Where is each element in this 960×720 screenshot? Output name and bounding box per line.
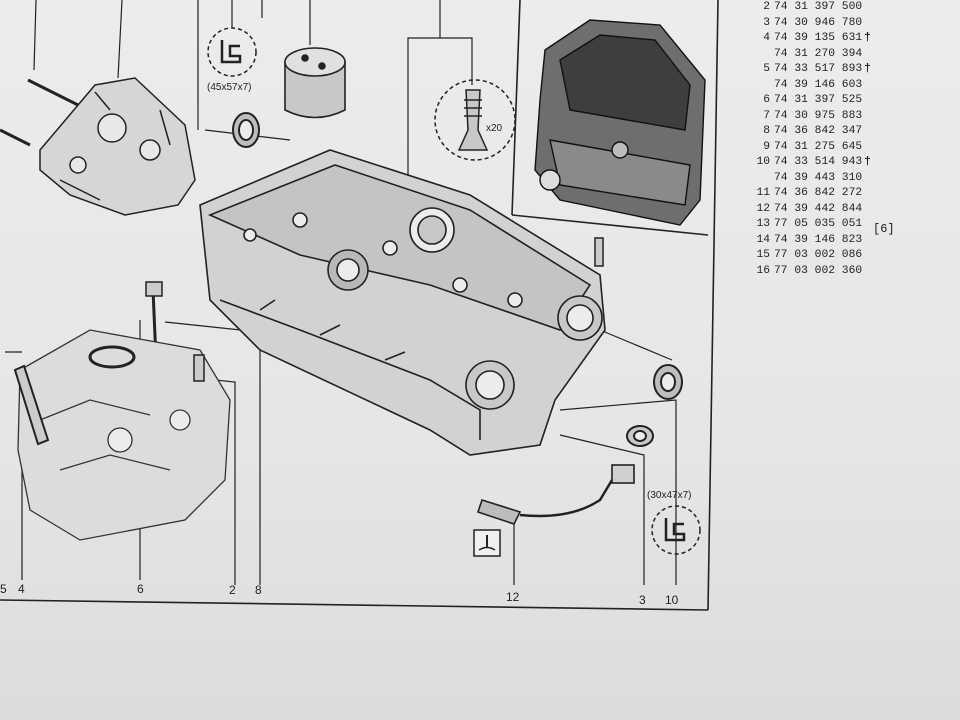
- engine-mount-bracket: [39, 77, 196, 216]
- parts-list-item: 15 77 03 002 086: [744, 248, 914, 264]
- part-ref: 4: [763, 32, 770, 44]
- tappet-bucket-icon: [284, 47, 346, 119]
- label-ref-5: 5: [0, 582, 7, 596]
- parts-list-item: 5 74 33 517 893†: [744, 62, 914, 78]
- part-number: 74 39 146 823: [774, 233, 863, 246]
- superseded-cross-icon: †: [864, 32, 871, 44]
- part-number: 74 36 842 347: [774, 125, 863, 137]
- part-number: 74 39 146 603: [774, 78, 863, 91]
- parts-list-item: 11 74 36 842 272: [744, 186, 914, 202]
- parts-list-item: 9 74 31 275 645: [744, 140, 914, 156]
- part-ref: 8: [763, 125, 770, 137]
- superseded-cross-icon: †: [864, 156, 871, 168]
- part-number: 74 31 270 394: [774, 47, 863, 60]
- part-number: 74 39 135 631: [774, 32, 863, 44]
- part-number: 74 31 275 645: [774, 140, 863, 153]
- parts-list-item: 3 74 30 946 780: [744, 16, 914, 32]
- label-ref-10: 10: [665, 593, 679, 607]
- part-ref: 12: [756, 202, 770, 215]
- cylinder-head: [199, 149, 606, 456]
- seal-ring-left: [232, 112, 260, 148]
- part-ref: 10: [756, 156, 770, 168]
- temperature-symbol-icon: [473, 529, 501, 557]
- part-number: 74 33 514 943: [774, 156, 863, 168]
- label-ref-12: 12: [506, 590, 520, 604]
- part-number: 77 03 002 086: [774, 249, 863, 261]
- parts-list-item: 13 77 05 035 051: [744, 217, 914, 233]
- label-ref-8: 8: [255, 583, 262, 597]
- superseded-cross-icon: †: [864, 63, 871, 75]
- part-ref: 13: [756, 218, 770, 230]
- part-number: 74 39 442 844: [774, 202, 863, 215]
- dowel-pin-icon: [193, 354, 205, 382]
- stud-bolt-icon: [13, 364, 50, 446]
- part-ref: 2: [763, 1, 770, 13]
- seal-left-size: (45x57x7): [207, 82, 251, 93]
- label-ref-3: 3: [639, 593, 646, 607]
- part-ref: 15: [756, 249, 770, 261]
- long-bolt-right: [594, 237, 604, 267]
- label-ref-6: 6: [137, 582, 144, 596]
- part-ref: 7: [763, 109, 770, 122]
- engine-block-lower: [17, 329, 231, 541]
- part-ref: 6: [763, 94, 770, 106]
- part-number: 74 31 397 500: [774, 1, 863, 13]
- part-number: 74 36 842 272: [774, 187, 863, 199]
- parts-list-item: 74 31 270 394: [744, 47, 914, 63]
- part-ref: 3: [763, 16, 770, 29]
- parts-number-list: 2 74 31 397 500 3 74 30 946 780 4 74 39 135 6…: [744, 0, 914, 279]
- part-number: 74 31 397 525: [774, 94, 863, 106]
- seal-ring-right: [653, 364, 683, 400]
- part-ref: 5: [763, 63, 770, 75]
- diagram-frame: [0, 0, 719, 611]
- valve-callout: [434, 79, 516, 161]
- side-note: [6]: [873, 222, 895, 236]
- temperature-sensor: [476, 464, 635, 525]
- parts-list-item: 8 74 36 842 347: [744, 124, 914, 140]
- part-number: 74 30 946 780: [774, 16, 863, 29]
- part-ref: 16: [756, 264, 770, 277]
- part-number: 77 03 002 360: [774, 264, 863, 277]
- label-ref-4: 4: [18, 582, 25, 596]
- part-ref: 11: [756, 187, 770, 199]
- o-ring-icon: [88, 345, 136, 369]
- label-ref-2: 2: [229, 583, 236, 597]
- parts-list-item: 10 74 33 514 943†: [744, 155, 914, 171]
- part-number: 77 05 035 051: [774, 218, 863, 230]
- parts-list-item: 74 39 146 603: [744, 78, 914, 94]
- parts-list-item: 16 77 03 002 360: [744, 264, 914, 280]
- seal-right-size: (30x47x7): [647, 490, 691, 501]
- seal-callout-right: [651, 505, 701, 555]
- parts-list-item: 7 74 30 975 883: [744, 109, 914, 125]
- parts-list-item: 6 74 31 397 525: [744, 93, 914, 109]
- valve-count: x20: [486, 123, 503, 134]
- seal-callout-left: [207, 27, 257, 77]
- parts-list-item: 14 74 39 146 823: [744, 233, 914, 249]
- parts-list-item: 12 74 39 442 844: [744, 202, 914, 218]
- parts-list-item: 2 74 31 397 500: [744, 0, 914, 16]
- part-number: 74 33 517 893: [774, 63, 863, 75]
- part-ref: 9: [763, 140, 770, 153]
- parts-list-item: 4 74 39 135 631†: [744, 31, 914, 47]
- plug-ring: [626, 425, 654, 447]
- bolt-head-icon: [145, 281, 163, 297]
- part-number: 74 39 443 310: [774, 171, 863, 184]
- parts-list-item: 74 39 443 310: [744, 171, 914, 187]
- part-ref: 14: [756, 233, 770, 246]
- part-number: 74 30 975 883: [774, 109, 863, 122]
- engine-block-thumbnail: [534, 19, 706, 226]
